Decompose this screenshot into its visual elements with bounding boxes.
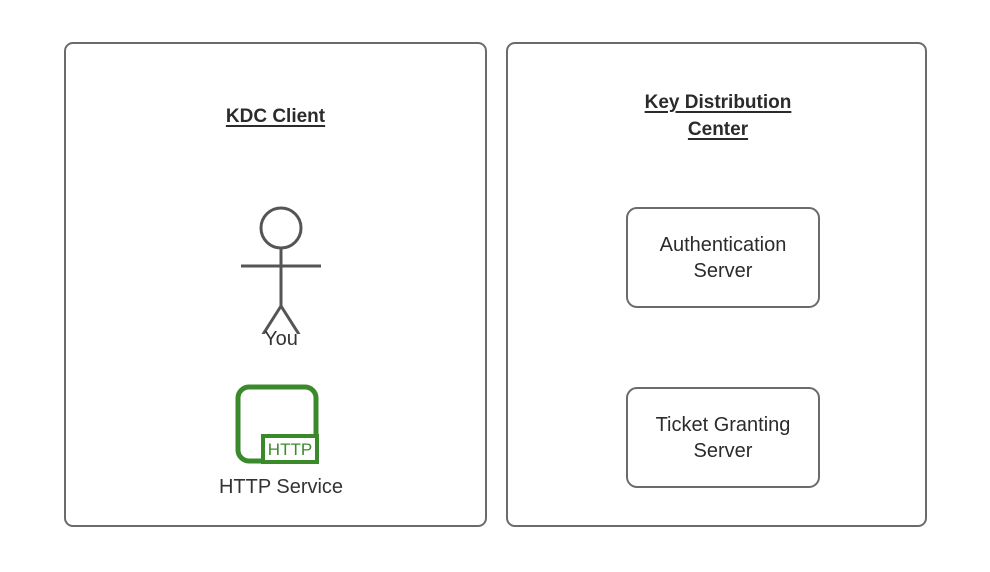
ticket-granting-server-label: Ticket Granting Server (655, 413, 791, 462)
http-service-label: HTTP Service (218, 476, 344, 498)
panel-kdc-client: KDC Client You HTTP HTTP Service (64, 42, 487, 527)
panel-title-key-distribution-center: Key Distribution Center (644, 92, 792, 140)
node-ticket-granting-server: Ticket Granting Server (626, 387, 820, 488)
actor-you-label: You (264, 328, 298, 350)
actor-you-figure (216, 159, 346, 334)
panel-title-kdc-client: KDC Client (225, 106, 326, 127)
panel-key-distribution-center: Key Distribution Center Authentication S… (506, 42, 927, 527)
authentication-server-label: Authentication Server (659, 233, 787, 282)
http-service-icon: HTTP (234, 383, 324, 469)
svg-text:HTTP: HTTP (268, 440, 312, 459)
node-authentication-server: Authentication Server (626, 207, 820, 308)
